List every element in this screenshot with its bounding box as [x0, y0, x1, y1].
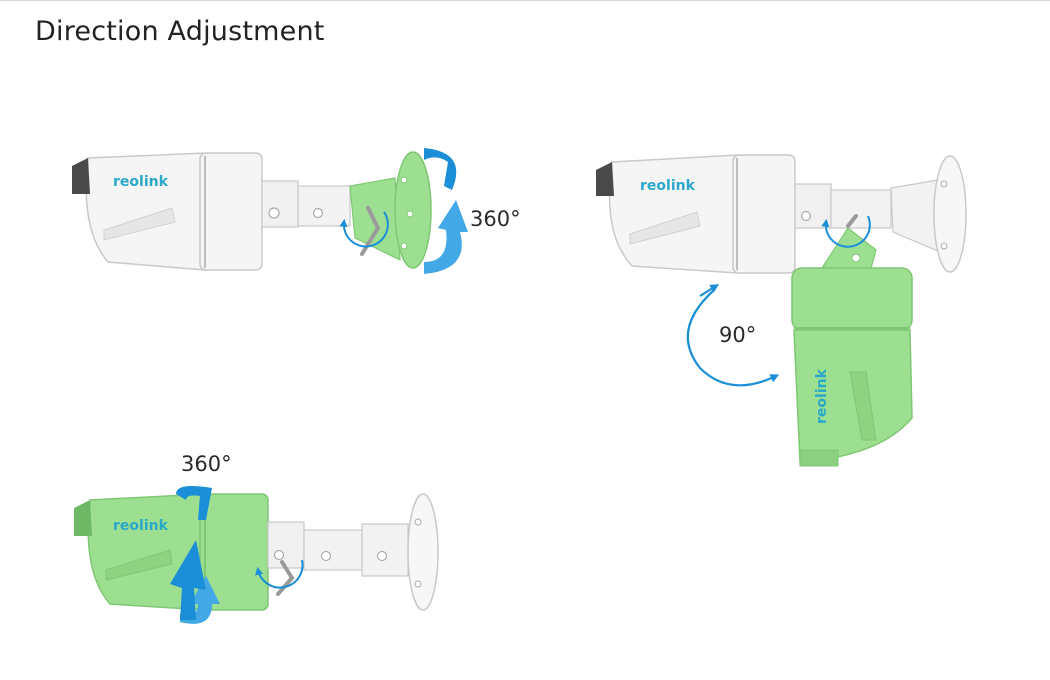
top-divider [0, 0, 1050, 1]
mount-arm [261, 180, 351, 228]
large-rotate-arrow-icon [424, 148, 468, 274]
mount-base-highlighted [349, 151, 432, 269]
step-1-base-rotation: reolink 360° [72, 148, 521, 274]
page-title: Direction Adjustment [35, 16, 325, 47]
brand-logo: reolink [814, 368, 830, 424]
mount-arm [794, 155, 967, 273]
screw-rotate-arrow-icon [339, 211, 389, 248]
brand-logo: reolink [113, 518, 169, 534]
rotation-label: 90° [719, 323, 756, 347]
screw-rotate-arrow-icon [255, 559, 304, 589]
step-3-body-rotation: reolink 360° [74, 452, 439, 624]
tilt-arc-arrow-icon [686, 284, 780, 387]
camera-body-original-position: reolink [596, 154, 796, 274]
rotation-label: 360° [181, 452, 232, 476]
brand-logo: reolink [113, 174, 169, 190]
large-rotate-arrow-icon [170, 486, 220, 624]
mount-arm [267, 493, 439, 611]
camera-body-highlighted: reolink [791, 214, 913, 467]
camera-body: reolink [72, 152, 263, 271]
camera-body-highlighted: reolink [74, 493, 269, 611]
rotation-label: 360° [470, 207, 521, 231]
step-2-tilt-rotation: reolink reolink [596, 154, 967, 467]
screw-rotate-arrow-icon [821, 215, 871, 248]
brand-logo: reolink [640, 178, 696, 194]
